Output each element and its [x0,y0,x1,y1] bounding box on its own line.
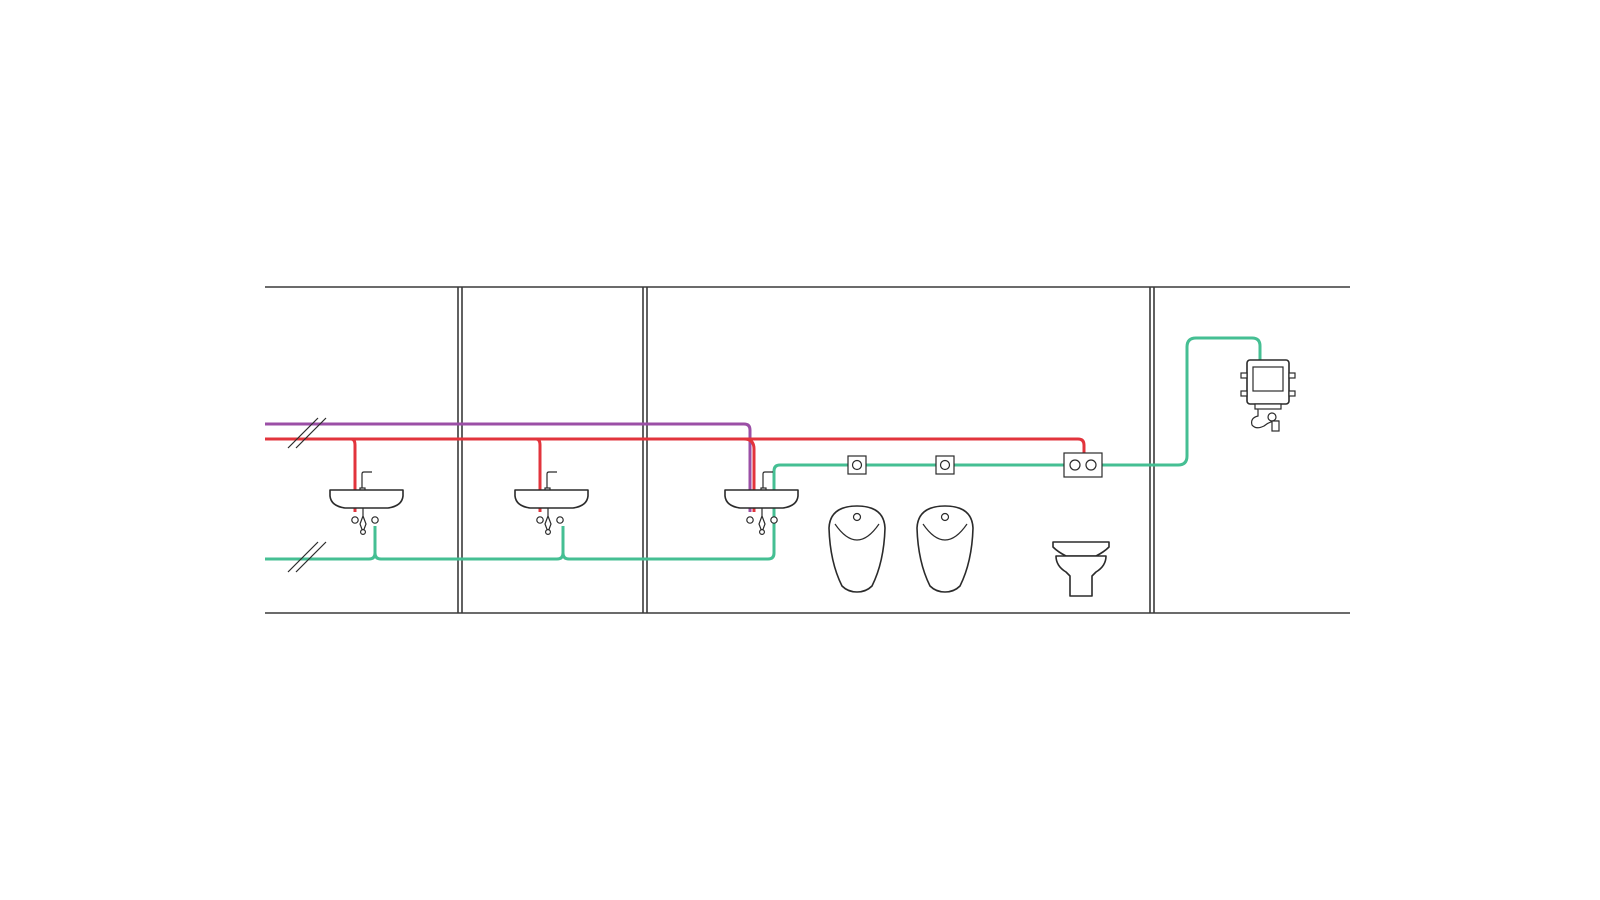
washbasin-icon [724,489,799,509]
washbasin-1 [329,471,404,535]
angle-valve-icon [536,508,564,535]
wall-hung-wc-icon [1052,541,1110,597]
urinal-2 [916,505,974,593]
urinal-1 [828,505,886,593]
partition-wall-1 [457,287,463,613]
circulation-pipe [265,422,752,512]
urinal-flush-plate-icon [847,455,867,475]
faucet-icon [359,471,372,493]
partition-wall-2 [642,287,648,613]
cold-water-pipe [265,336,1262,561]
siphon-icon [1251,409,1280,432]
room-walls [265,286,1350,614]
wall-hung-wc [1052,541,1110,597]
cistern-module-icon [1240,359,1296,410]
cistern-module [1240,359,1296,432]
angle-valve-icon [351,508,379,535]
pipe-break-icon [287,417,327,573]
wc-flush-plate-icon [1063,452,1103,478]
washbasin-icon [514,489,589,509]
partition-wall-3 [1149,287,1155,613]
washbasin-3 [724,471,799,535]
faucet-icon [760,471,773,493]
angle-valve-icon [746,508,778,535]
faucet-icon [544,471,557,493]
washbasin-icon [329,489,404,509]
urinal-flush-plate-icon [935,455,955,475]
washbasin-2 [514,471,589,535]
hot-water-pipe [265,437,1086,512]
